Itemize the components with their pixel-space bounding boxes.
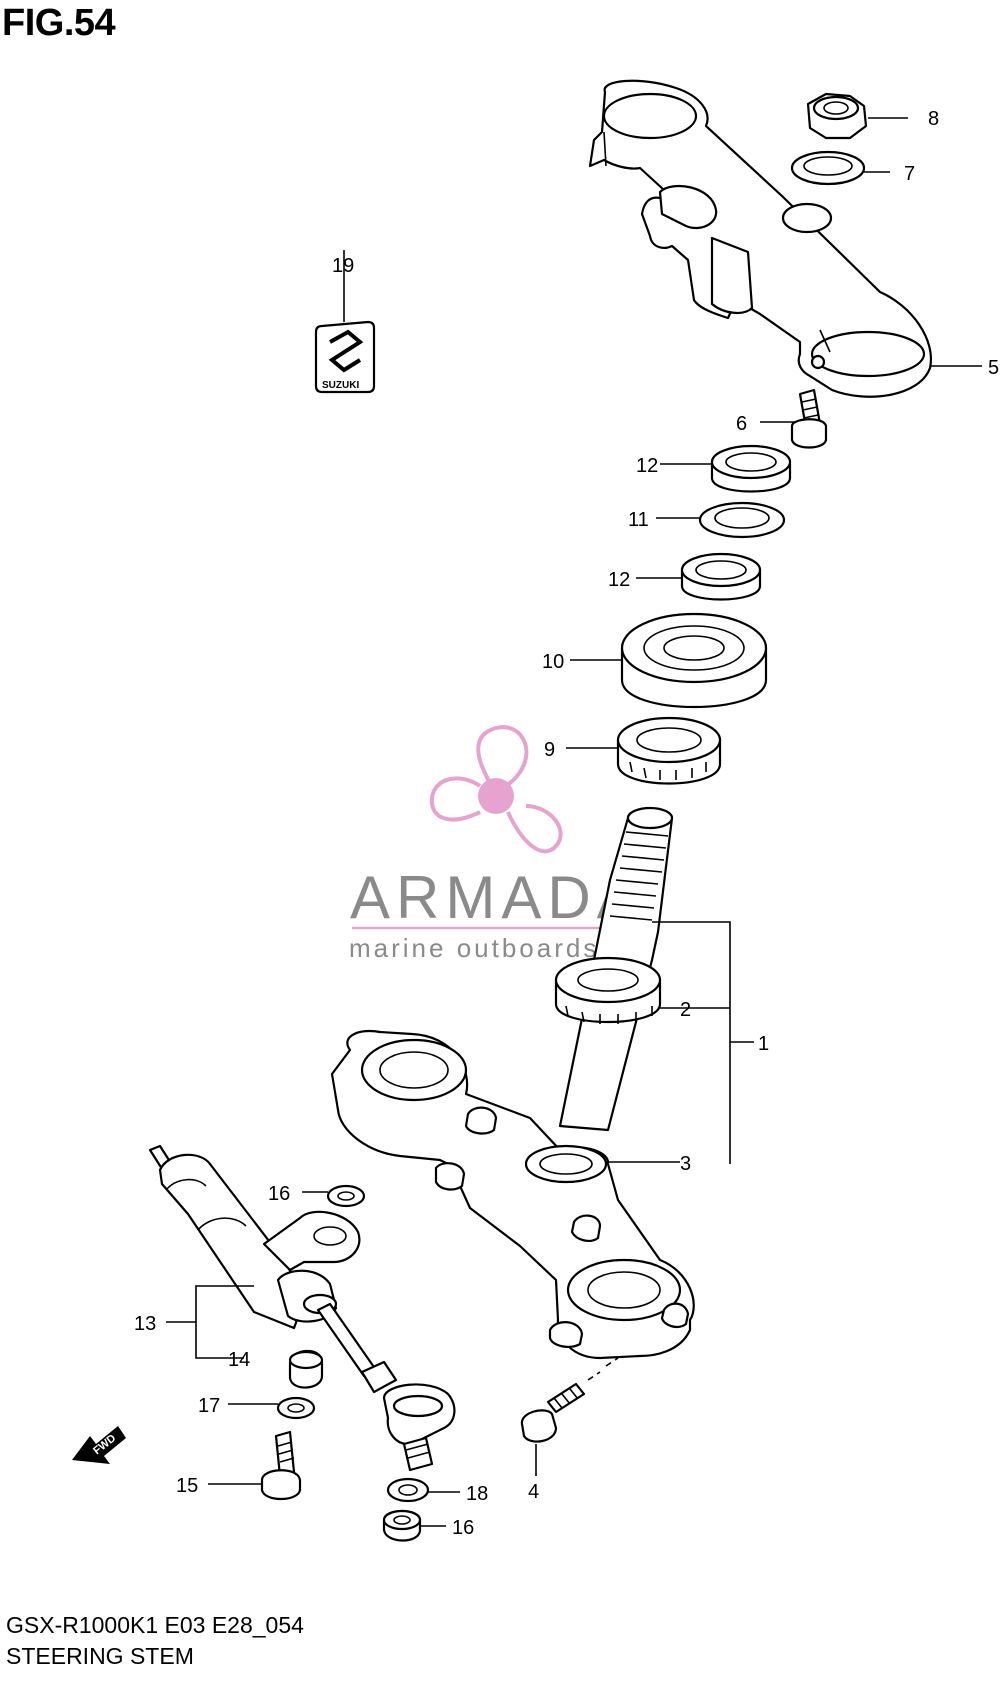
washer-16-upper: [326, 1184, 366, 1208]
lower-bracket: [330, 1029, 695, 1360]
section-name: STEERING STEM: [6, 1643, 194, 1669]
callout-12-upper: 12: [636, 455, 658, 477]
upper-bracket: [588, 79, 933, 398]
callout-18: 18: [466, 1483, 488, 1505]
callout-8: 8: [928, 108, 939, 130]
callout-6: 6: [736, 413, 747, 435]
callout-7: 7: [904, 163, 915, 185]
watermark-brand: ARMADA: [350, 864, 643, 931]
callout-11: 11: [628, 509, 649, 531]
callout-16-upper: 16: [268, 1183, 290, 1205]
bolt-15: [260, 1430, 302, 1501]
watermark-tagline: marine outboards: [349, 933, 599, 963]
fwd-arrow-icon: FWD: [72, 1426, 126, 1464]
callout-15: 15: [176, 1475, 198, 1497]
steering-damper-13: [148, 1144, 456, 1472]
callout-14: 14: [228, 1349, 250, 1371]
bolt-6: [790, 388, 828, 449]
callout-12-lower: 12: [608, 569, 630, 591]
callout-17: 16: [452, 1517, 474, 1539]
figure-title: FIG.54: [2, 2, 116, 44]
stem-nut-top: [806, 92, 868, 140]
callout-4: 4: [528, 1481, 539, 1503]
callout-3: 3: [680, 1153, 691, 1175]
bushing-14: [288, 1349, 324, 1389]
callout-2: 2: [680, 999, 691, 1021]
washer-7: [790, 150, 866, 186]
lock-nut-12-lower: [680, 552, 762, 601]
callout-5: 5: [988, 357, 999, 379]
callout-1: 1: [758, 1033, 769, 1055]
bolt-4: [520, 1357, 619, 1443]
washer-16-lower: [276, 1396, 316, 1420]
washer-18: [386, 1477, 430, 1503]
propeller-logo-icon: [429, 725, 563, 854]
callout-16-lower: 17: [198, 1395, 220, 1417]
emblem-text: SUZUKI: [322, 380, 359, 391]
callout-9: 9: [544, 739, 555, 761]
dust-seal-10: [620, 612, 768, 708]
suzuki-emblem: SUZUKI: [314, 320, 376, 394]
callout-13: 13: [134, 1313, 156, 1335]
lock-nut-12-upper: [710, 444, 792, 493]
armada-watermark: ARMADA marine outboards: [349, 725, 652, 963]
callout-labels: 8 7 5 6 12 11 12 10 9 2 1 3 4 19 13 14 1…: [134, 108, 999, 1539]
callout-19: 19: [332, 255, 354, 277]
nut-17: [382, 1509, 422, 1542]
leader-lines: [166, 117, 982, 1527]
lock-washer-11: [698, 501, 786, 539]
model-code: GSX-R1000K1 E03 E28_054: [6, 1612, 304, 1638]
suzuki-s-icon: [328, 329, 364, 373]
callout-10: 10: [542, 651, 564, 673]
bearing-9: [616, 716, 722, 785]
bearing-2: [554, 956, 662, 1024]
